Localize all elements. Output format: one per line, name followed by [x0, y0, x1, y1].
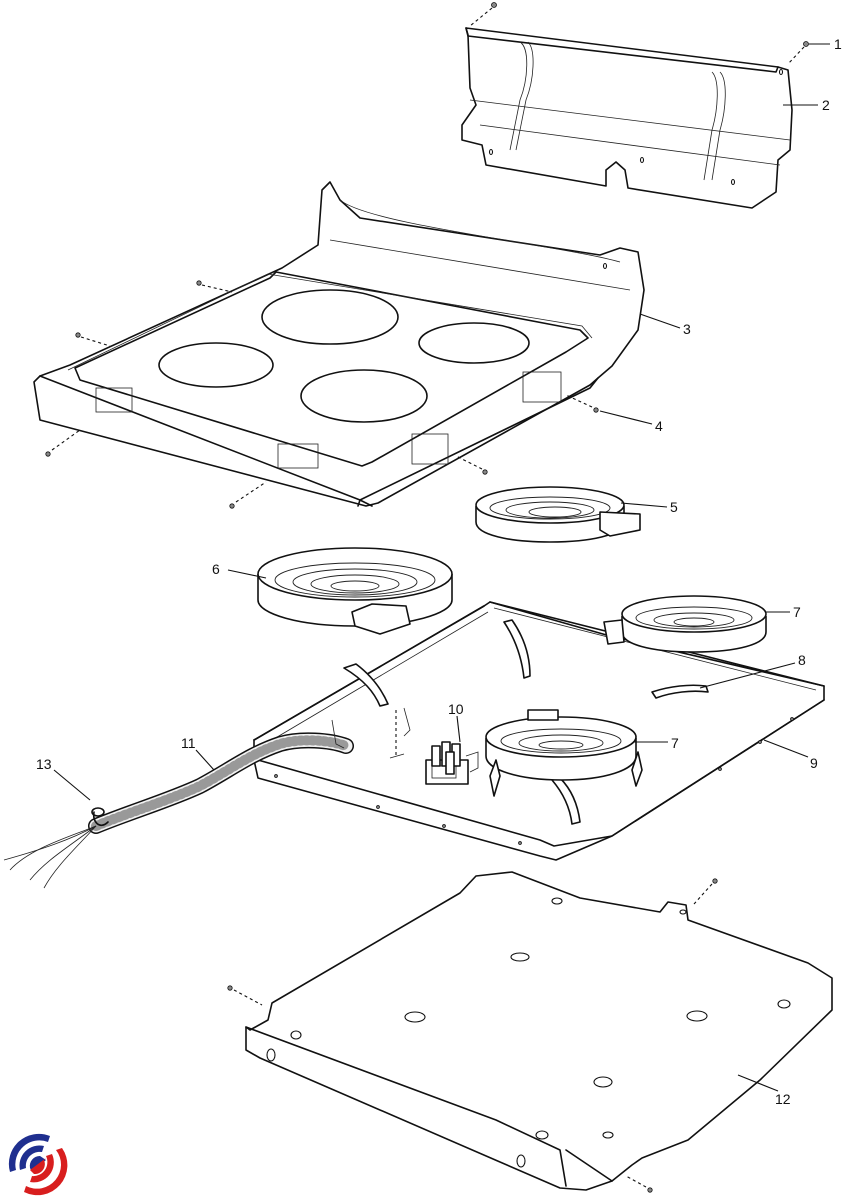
callout-2: 2	[783, 97, 830, 113]
screw-maintop-2	[75, 332, 111, 347]
callout-7b: 7	[634, 735, 679, 751]
callout-3: 3	[639, 313, 691, 337]
surface-element-large	[257, 547, 453, 635]
terminal-block	[425, 741, 479, 785]
screw-top-left	[469, 2, 497, 27]
surface-element-rear-right	[603, 595, 767, 653]
screw-maintop-4	[229, 481, 267, 509]
callout-label-2: 2	[822, 97, 830, 113]
callout-9: 9	[763, 739, 818, 771]
callout-label-10: 10	[448, 701, 464, 717]
wire-harness	[3, 719, 354, 889]
screw-bottom-1	[227, 985, 263, 1006]
callout-6: 6	[212, 561, 267, 579]
screw-callout-4	[565, 394, 599, 413]
bracket-front	[551, 777, 581, 825]
cable-tie	[91, 807, 109, 827]
screw-maintop-3	[45, 429, 81, 457]
callout-13: 13	[36, 756, 91, 801]
callout-7a: 7	[765, 604, 801, 620]
maintop-cooktop	[33, 181, 645, 507]
callout-11: 12	[737, 1074, 791, 1107]
callout-12: 11	[181, 735, 215, 771]
callout-label-11: 12	[775, 1091, 791, 1107]
callout-1: 1	[809, 36, 842, 52]
callout-label-8: 8	[798, 652, 806, 668]
bracket-rear	[503, 619, 531, 679]
surface-element-small	[475, 486, 641, 543]
callout-8: 8	[699, 652, 806, 689]
screw-maintop-5	[455, 455, 488, 475]
callout-10: 10	[448, 701, 464, 743]
callout-label-13: 13	[36, 756, 52, 772]
callout-label-3: 3	[683, 321, 691, 337]
callout-label-5: 5	[670, 499, 678, 515]
callout-label-7-rear: 7	[793, 604, 801, 620]
screw-callout-1	[787, 41, 809, 65]
callout-label-9: 9	[810, 755, 818, 771]
surface-element-front-right	[485, 709, 643, 797]
callout-label-1: 1	[834, 36, 842, 52]
rear-panel	[461, 27, 793, 209]
callout-label-6: 6	[212, 561, 220, 577]
screw-bottom-2	[693, 878, 718, 905]
callout-label-7-front: 7	[671, 735, 679, 751]
callout-5: 5	[620, 499, 678, 515]
bracket-left	[343, 663, 389, 707]
callout-4: 4	[599, 410, 663, 434]
callout-label-12: 11	[181, 735, 196, 751]
screw-bottom-3	[625, 1175, 653, 1193]
screw-maintop-1	[196, 280, 233, 293]
callout-label-4: 4	[655, 418, 663, 434]
bottom-cover	[245, 871, 833, 1191]
bracket-callout-8	[651, 684, 709, 699]
brand-logo	[8, 1133, 68, 1196]
